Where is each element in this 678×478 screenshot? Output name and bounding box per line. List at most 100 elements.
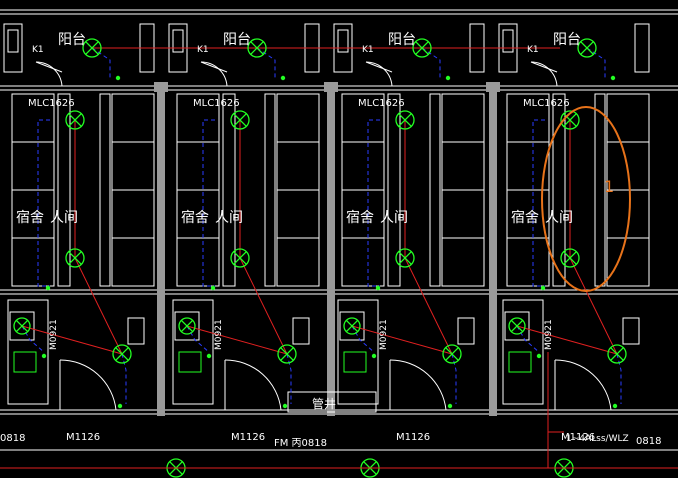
bath-circuit bbox=[351, 325, 453, 355]
door-arc bbox=[59, 359, 117, 411]
room-label-dorm: 宿舍 bbox=[511, 209, 539, 226]
door-arc bbox=[554, 359, 612, 411]
switch-dot bbox=[280, 75, 286, 81]
switch-dot bbox=[371, 353, 377, 359]
switch-line bbox=[516, 325, 540, 353]
bathroom bbox=[502, 299, 544, 405]
light-fixture bbox=[112, 344, 132, 364]
switch-dot bbox=[375, 285, 381, 291]
switch-line bbox=[202, 119, 215, 287]
balcony-door-panel bbox=[337, 29, 349, 53]
switch-line bbox=[186, 325, 210, 353]
walls bbox=[0, 9, 678, 451]
balcony-door-panel bbox=[7, 29, 19, 53]
desk bbox=[552, 93, 566, 287]
window-code: MLC1626 bbox=[523, 98, 570, 109]
room-label-dorm: 宿舍 bbox=[16, 209, 44, 226]
light-fixture bbox=[13, 317, 31, 335]
switch-line bbox=[367, 119, 380, 287]
wiring bbox=[21, 47, 622, 468]
toilet bbox=[622, 317, 640, 345]
light-fixtures bbox=[13, 38, 627, 478]
door-label-k1: K1 bbox=[32, 45, 44, 55]
room-label-person: 人间 bbox=[215, 210, 243, 226]
light-fixture bbox=[442, 344, 462, 364]
desk bbox=[264, 93, 276, 287]
light-fixture bbox=[230, 248, 250, 268]
toilet bbox=[292, 317, 310, 345]
light-fixture bbox=[395, 248, 415, 268]
shower bbox=[339, 311, 365, 341]
window-code: MLC1626 bbox=[193, 98, 240, 109]
room-circuit bbox=[569, 257, 618, 355]
desk bbox=[57, 93, 71, 287]
light-fixture bbox=[412, 38, 432, 58]
door-arc bbox=[35, 61, 63, 87]
door-label-m0921: M0921 bbox=[379, 319, 389, 350]
balcony-label: 阳台 bbox=[388, 32, 416, 48]
switch-line bbox=[421, 47, 441, 80]
switch-dot bbox=[41, 353, 47, 359]
switch-dot bbox=[540, 285, 546, 291]
switch-dot bbox=[45, 285, 51, 291]
switch-line bbox=[586, 47, 606, 80]
door-arc bbox=[530, 61, 558, 87]
column bbox=[327, 86, 335, 416]
desk bbox=[429, 93, 441, 287]
labels: K1阳台MLC1626宿舍人间M0921M1126K1阳台MLC1626宿舍人间… bbox=[0, 32, 661, 449]
shower bbox=[504, 311, 530, 341]
door-swing bbox=[35, 61, 63, 73]
bathroom bbox=[7, 299, 49, 405]
light-fixture bbox=[247, 38, 267, 58]
door-label-m1126: M1126 bbox=[396, 432, 430, 443]
shower bbox=[174, 311, 200, 341]
washbasin bbox=[178, 351, 202, 373]
bath-circuit bbox=[21, 325, 123, 355]
circuit-tag: 1~4ALss/WLZ bbox=[566, 434, 629, 444]
switch-line bbox=[37, 119, 50, 287]
door-arc bbox=[389, 359, 447, 411]
switch-line bbox=[616, 353, 622, 404]
door-arc bbox=[365, 61, 393, 87]
room-label-person: 人间 bbox=[380, 210, 408, 226]
door-arc bbox=[224, 359, 282, 411]
shower bbox=[9, 311, 35, 341]
switch-dot bbox=[536, 353, 542, 359]
balcony-label: 阳台 bbox=[553, 32, 581, 48]
switch-dot bbox=[447, 403, 453, 409]
fm-door-label-left: 0818 bbox=[0, 433, 25, 444]
light-fixture bbox=[343, 317, 361, 335]
room-label-dorm: 宿舍 bbox=[346, 209, 374, 226]
light-fixture bbox=[65, 110, 85, 130]
balcony-door-panel bbox=[502, 29, 514, 53]
washbasin bbox=[13, 351, 37, 373]
bath-circuit bbox=[186, 325, 288, 355]
door-label-m0921: M0921 bbox=[49, 319, 59, 350]
switch-line bbox=[91, 47, 111, 80]
light-fixture bbox=[65, 248, 85, 268]
columns bbox=[154, 82, 500, 416]
window-code: MLC1626 bbox=[358, 98, 405, 109]
light-fixture bbox=[508, 317, 526, 335]
switch-dot bbox=[210, 285, 216, 291]
switch-dot bbox=[206, 353, 212, 359]
column bbox=[489, 86, 497, 416]
column bbox=[157, 86, 165, 416]
washbasin bbox=[343, 351, 367, 373]
column-cap bbox=[486, 82, 500, 92]
desk bbox=[222, 93, 236, 287]
washbasin bbox=[508, 351, 532, 373]
light-fixture bbox=[277, 344, 297, 364]
room-circuit bbox=[74, 257, 123, 355]
switch-line bbox=[256, 47, 276, 80]
bath-circuit bbox=[516, 325, 618, 355]
shaft-box bbox=[287, 391, 377, 413]
light-fixture bbox=[178, 317, 196, 335]
switch-dot bbox=[445, 75, 451, 81]
door-label-k1: K1 bbox=[197, 45, 209, 55]
bathroom bbox=[172, 299, 214, 405]
annotation-ellipse bbox=[541, 106, 631, 292]
column-cap bbox=[324, 82, 338, 92]
bathroom bbox=[337, 299, 379, 405]
room-label-person: 人间 bbox=[50, 210, 78, 226]
